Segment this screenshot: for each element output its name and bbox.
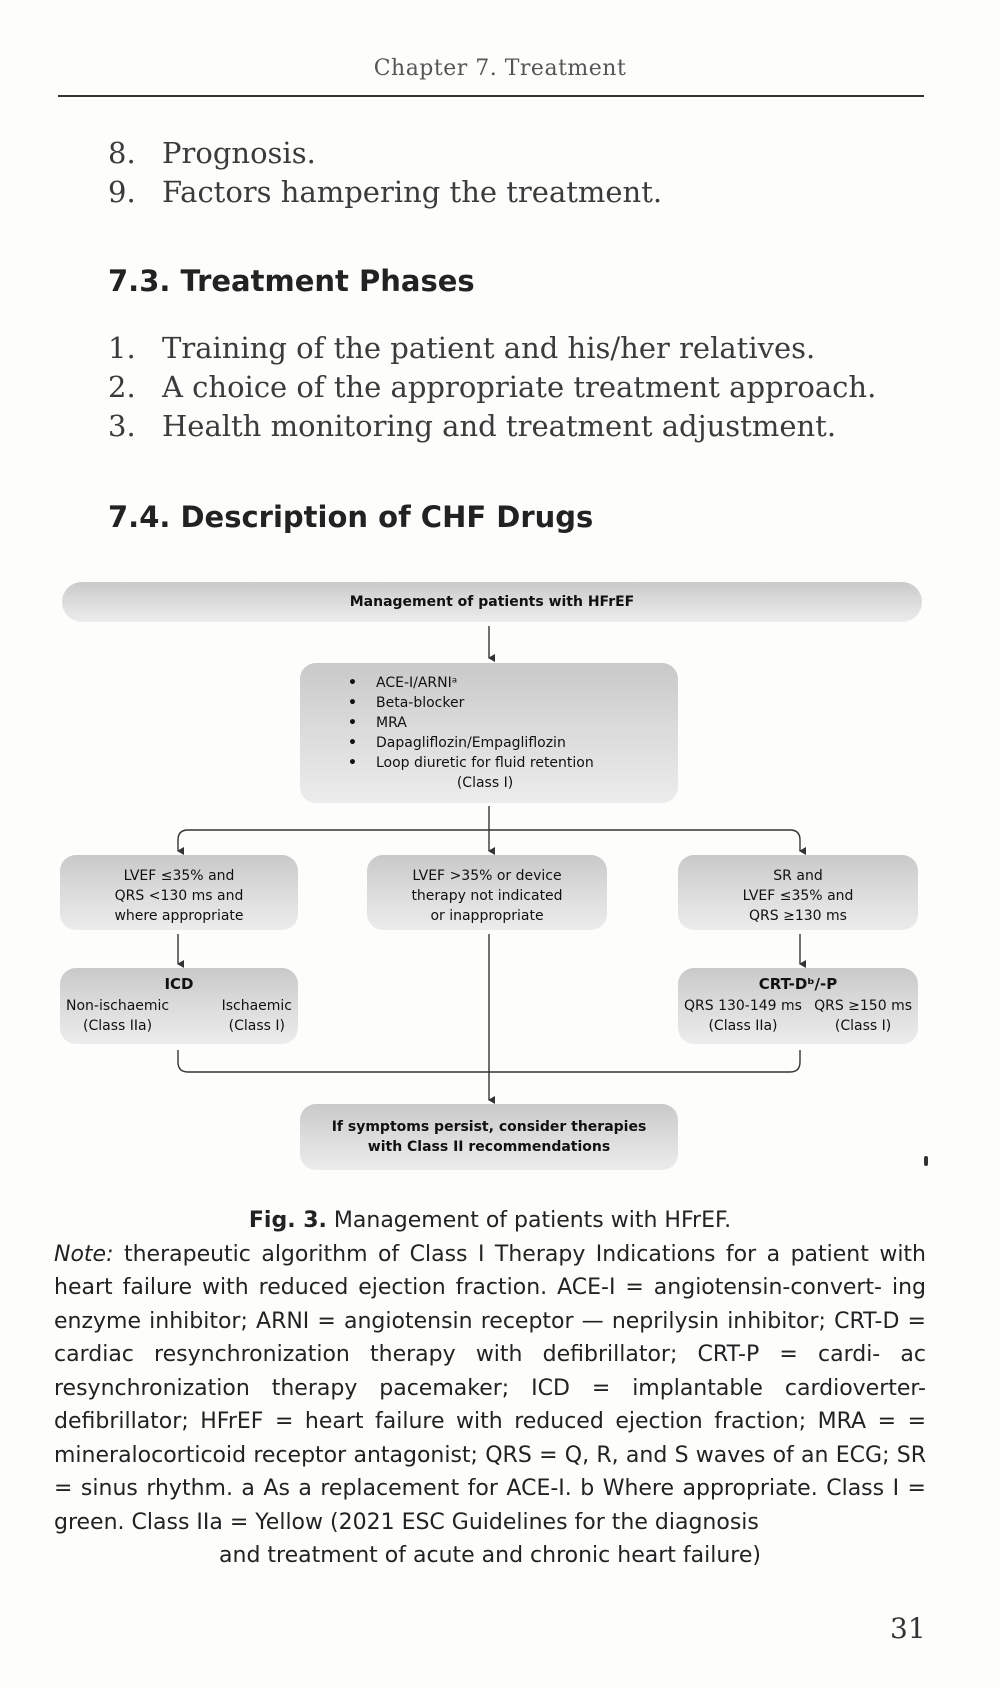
crt-option-right: QRS ≥150 ms (Class I) [814, 996, 912, 1036]
icd-right-class: (Class I) [228, 1018, 285, 1034]
list-number: 8. [108, 136, 136, 170]
list-text: Prognosis. [162, 136, 316, 170]
list-item: 9. Factors hampering the treatment. [108, 173, 662, 212]
crt-right-class: (Class I) [834, 1018, 892, 1034]
criteria-line: LVEF ≤35% and [742, 887, 854, 904]
caption-note-line: ac resynchronization therapy pacemaker; … [54, 1342, 926, 1401]
criteria-line: therapy not indicated [411, 887, 563, 904]
caption-note-label: Note: [54, 1241, 114, 1267]
crt-left-label: QRS 130-149 ms [684, 998, 802, 1014]
print-mark [924, 1156, 928, 1166]
caption-note-line: heart failure with reduced ejection frac… [54, 1275, 882, 1300]
list-number: 2. [108, 370, 136, 404]
icd-option-left: Non-ischaemic (Class IIa) [66, 996, 169, 1036]
list-text: Factors hampering the treatment. [162, 175, 663, 209]
list-text: A choice of the appropriate treatment ap… [162, 370, 877, 404]
flow-final-box: If symptoms persist, consider therapies … [300, 1104, 678, 1170]
list-text: Training of the patient and his/her rela… [162, 331, 816, 365]
drug-item: Loop diuretic for fluid retention [348, 753, 662, 773]
criteria-line: LVEF ≤35% and [123, 867, 235, 884]
flow-criteria-mid: LVEF >35% or device therapy not indicate… [367, 855, 607, 930]
drug-item: Beta-blocker [348, 693, 662, 713]
list-item: 2. A choice of the appropriate treatment … [108, 368, 876, 407]
drug-item: ACE-I/ARNIᵃ [348, 673, 662, 693]
list-number: 9. [108, 175, 136, 209]
icd-right-label: Ischaemic [221, 998, 292, 1014]
caption-note-line: CRT-D = cardiac resynchronization therap… [54, 1308, 926, 1368]
caption-note-line: ing enzyme inhibitor; ARNI = angiotensin… [54, 1275, 926, 1334]
page-number: 31 [890, 1612, 926, 1645]
icd-left-class: (Class IIa) [83, 1018, 153, 1034]
final-line: with Class II recommendations [367, 1139, 611, 1155]
caption-fig-title: Management of patients with HFrEF. [333, 1208, 732, 1233]
flow-criteria-right: SR and LVEF ≤35% and QRS ≥130 ms [678, 855, 918, 930]
figure-caption: Fig. 3. Management of patients with HFrE… [54, 1204, 926, 1573]
caption-note: Note: therapeutic algorithm of Class I T… [54, 1238, 926, 1540]
caption-note-line: = mineralocorticoid receptor antagonist;… [54, 1409, 926, 1468]
list-item: 3. Health monitoring and treatment adjust… [108, 407, 876, 446]
criteria-line: SR and [773, 867, 823, 884]
crt-option-left: QRS 130-149 ms (Class IIa) [684, 996, 802, 1036]
crt-options: QRS 130-149 ms (Class IIa) QRS ≥150 ms (… [678, 994, 918, 1036]
list-text: Health monitoring and treatment adjustme… [162, 409, 837, 443]
icd-options: Non-ischaemic (Class IIa) Ischaemic (Cla… [60, 994, 298, 1036]
crt-left-class: (Class IIa) [708, 1018, 778, 1034]
section-heading-chf-drugs: 7.4. Description of CHF Drugs [108, 500, 594, 534]
header-rule [58, 95, 924, 97]
flow-icd-box: ICD Non-ischaemic (Class IIa) Ischaemic … [60, 968, 298, 1044]
caption-last-line: and treatment of acute and chronic heart… [219, 1543, 761, 1568]
flow-top-box: Management of patients with HFrEF [62, 582, 922, 622]
caption-note-line: ECG; SR = sinus rhythm. a As a replaceme… [54, 1442, 927, 1502]
drugs-class-label: (Class I) [456, 775, 514, 791]
list-item: 8. Prognosis. [108, 134, 662, 173]
criteria-line: LVEF >35% or device [412, 867, 562, 884]
numbered-list-top: 8. Prognosis. 9. Factors hampering the tre… [108, 134, 662, 212]
icd-left-label: Non-ischaemic [66, 998, 170, 1014]
criteria-line: where appropriate [114, 907, 244, 924]
drug-item: MRA [348, 713, 662, 733]
caption-note-line: therapeutic algorithm of Class I Therapy… [123, 1241, 926, 1267]
drug-list: ACE-I/ARNIᵃ Beta-blocker MRA Dapaglifloz… [348, 673, 662, 773]
icd-option-right: Ischaemic (Class I) [222, 996, 292, 1036]
caption-fig-label: Fig. 3. [248, 1208, 327, 1233]
list-item: 1. Training of the patient and his/her re… [108, 329, 876, 368]
section-heading-treatment-phases: 7.3. Treatment Phases [108, 264, 475, 298]
flow-crt-box: CRT-Dᵇ/-P QRS 130-149 ms (Class IIa) QRS… [678, 968, 918, 1044]
crt-title: CRT-Dᵇ/-P [758, 975, 838, 993]
drug-item: Dapagliflozin/Empagliflozin [348, 733, 662, 753]
caption-note-line: Class I = green. Class IIa = Yellow (202… [54, 1476, 926, 1535]
running-head: Chapter 7. Treatment [373, 56, 627, 81]
merge-horizontal [177, 1050, 801, 1073]
list-number: 3. [108, 409, 136, 443]
list-number: 1. [108, 331, 136, 365]
criteria-line: or inappropriate [430, 907, 544, 924]
caption-title: Fig. 3. Management of patients with HFrE… [54, 1204, 926, 1238]
flow-criteria-left: LVEF ≤35% and QRS <130 ms and where appr… [60, 855, 298, 930]
branch-horizontal [177, 829, 801, 841]
final-line: If symptoms persist, consider therapies [331, 1119, 647, 1135]
icd-title: ICD [164, 975, 194, 993]
crt-right-label: QRS ≥150 ms [814, 998, 912, 1014]
caption-note-line: defibrillator; HFrEF = heart failure wit… [54, 1409, 897, 1434]
criteria-line: QRS ≥130 ms [749, 907, 847, 924]
flow-drugs-box: ACE-I/ARNIᵃ Beta-blocker MRA Dapaglifloz… [300, 663, 678, 803]
criteria-line: QRS <130 ms and [114, 887, 244, 904]
treatment-phases-list: 1. Training of the patient and his/her re… [108, 329, 876, 446]
